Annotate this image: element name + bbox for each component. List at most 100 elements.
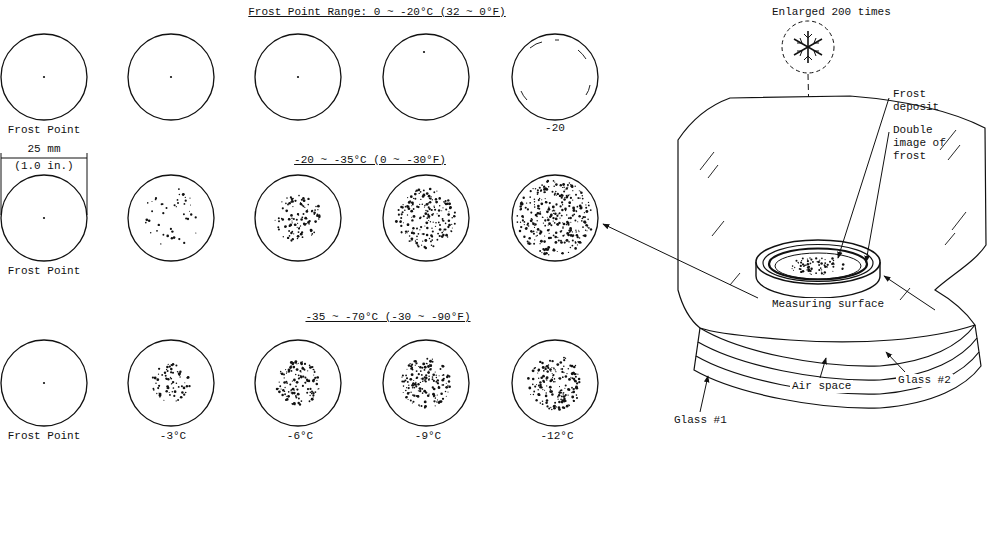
frost-dot xyxy=(561,395,563,397)
frost-dot xyxy=(303,368,305,370)
frost-dot xyxy=(145,222,147,224)
frost-dot xyxy=(429,238,430,239)
frost-dot xyxy=(405,230,407,232)
frost-dot xyxy=(287,204,289,206)
frost-dot xyxy=(430,365,431,366)
frost-dot xyxy=(523,197,525,199)
frost-dot xyxy=(545,392,547,394)
frost-dot xyxy=(287,395,290,398)
frost-dot xyxy=(309,400,311,402)
frost-dot xyxy=(438,222,440,224)
frost-dot xyxy=(177,371,179,373)
frost-dot xyxy=(543,240,546,243)
frost-dot xyxy=(565,375,568,378)
frost-dot xyxy=(520,202,523,205)
frost-dot xyxy=(561,371,563,373)
frost-dot xyxy=(572,236,574,238)
frost-dot xyxy=(301,234,302,235)
frost-dot xyxy=(176,383,178,385)
frost-dot xyxy=(555,218,558,221)
frost-dot xyxy=(524,221,526,223)
frost-dot xyxy=(537,389,538,390)
frost-dot xyxy=(539,198,540,199)
frost-dot xyxy=(411,384,414,387)
frost-dot xyxy=(572,372,575,375)
frost-dot xyxy=(812,261,814,263)
frost-dot xyxy=(425,380,427,382)
frost-dot xyxy=(415,382,416,383)
frost-dot xyxy=(314,209,316,211)
frost-dot xyxy=(573,379,575,381)
frost-dot xyxy=(286,382,288,384)
frost-dot xyxy=(441,232,443,234)
frost-dot xyxy=(553,367,554,368)
frost-dot xyxy=(545,198,546,199)
frost-dot xyxy=(428,375,430,377)
frost-dot xyxy=(162,203,164,205)
frost-dot xyxy=(532,188,533,189)
frost-dot xyxy=(577,221,578,222)
frost-dot xyxy=(434,207,435,208)
frost-dot xyxy=(544,248,545,249)
frost-dot xyxy=(309,395,310,396)
frost-dot xyxy=(286,396,287,397)
frost-dot xyxy=(539,250,541,252)
frost-dot xyxy=(810,259,812,261)
frost-dot xyxy=(561,194,564,197)
frost-dot xyxy=(185,218,187,220)
frost-dot xyxy=(533,243,535,245)
frost-dot xyxy=(422,381,424,383)
frost-dot xyxy=(297,223,298,224)
frost-dot xyxy=(530,230,532,232)
frost-dot xyxy=(539,386,542,389)
frost-dot xyxy=(402,204,403,205)
frost-dot xyxy=(408,207,411,210)
frost-dot xyxy=(278,220,280,222)
frost-dot xyxy=(561,368,563,370)
frost-dot xyxy=(436,382,437,383)
frost-dot xyxy=(547,371,549,373)
frost-dot xyxy=(412,227,414,229)
frost-dot xyxy=(171,230,173,232)
frost-dot xyxy=(540,202,543,205)
range-heading: -35 ~ -70°C (-30 ~ -90°F) xyxy=(305,311,470,324)
figure-label: Glass #1 xyxy=(672,414,729,427)
frost-dot xyxy=(550,389,551,390)
frost-dot xyxy=(298,398,300,400)
sample-circle xyxy=(383,340,469,426)
frost-dot xyxy=(575,242,577,244)
figure-label: Frost deposit xyxy=(893,88,959,114)
frost-dot xyxy=(410,195,413,198)
frost-dot xyxy=(562,183,565,186)
frost-dot xyxy=(292,222,293,223)
frost-dot xyxy=(179,374,181,376)
frost-dot xyxy=(183,387,186,390)
frost-dot xyxy=(558,214,559,215)
frost-dot xyxy=(815,257,817,259)
frost-dot xyxy=(418,404,420,406)
frost-dot xyxy=(422,392,424,394)
frost-dot xyxy=(577,244,578,245)
frost-dot xyxy=(311,393,313,395)
frost-dot xyxy=(304,369,306,371)
frost-dot xyxy=(568,404,569,405)
frost-dot xyxy=(552,249,555,252)
frost-dot xyxy=(411,217,412,218)
frost-dot xyxy=(546,376,549,379)
frost-dot xyxy=(294,200,296,202)
frost-dot xyxy=(438,386,441,389)
frost-dot xyxy=(183,213,185,215)
frost-dot xyxy=(585,230,586,231)
frost-dot xyxy=(534,367,536,369)
frost-dot xyxy=(445,234,448,237)
frost-dot xyxy=(400,220,402,222)
frost-dot xyxy=(159,396,160,397)
frost-dot xyxy=(519,205,521,207)
frost-dot xyxy=(176,206,177,207)
frost-dot xyxy=(280,386,282,388)
frost-dot xyxy=(307,388,309,390)
frost-dot xyxy=(587,226,588,227)
frost-dot xyxy=(831,263,833,265)
frost-dot xyxy=(802,258,804,260)
frost-dot xyxy=(299,370,301,372)
